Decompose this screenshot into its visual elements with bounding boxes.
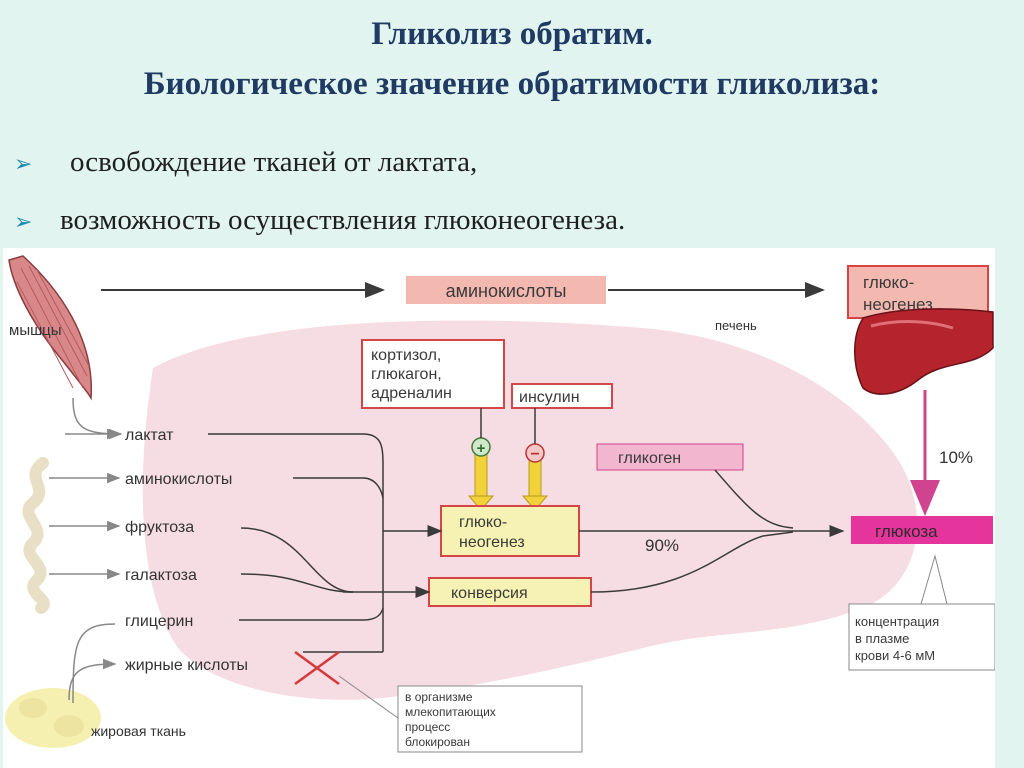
bullet-text: освобождение тканей от лактата, — [70, 146, 478, 178]
intestine-icon — [22, 457, 50, 614]
insulin-label: инсулин — [519, 389, 580, 406]
glycogen-label: гликоген — [618, 450, 681, 467]
substrate-fructose: фруктоза — [125, 519, 194, 536]
percent-10-label: 10% — [939, 448, 973, 467]
muscle-label: мышцы — [9, 322, 62, 339]
bullet-item: ➢ освобождение тканей от лактата, — [14, 146, 477, 179]
blocked-note-line4: блокирован — [405, 735, 470, 749]
center-gluconeogenesis-line2: неогенез — [459, 534, 525, 551]
liver-icon — [854, 308, 994, 395]
slide-title-line1: Гликолиз обратим. — [371, 16, 653, 52]
blocked-note-line2: млекопитающих — [405, 705, 496, 719]
glucose-label: глюкоза — [875, 522, 938, 541]
hormone-line3: адреналин — [371, 385, 452, 402]
center-gluconeogenesis-line1: глюко- — [459, 514, 507, 531]
corner-gluconeogenesis-line1: глюко- — [863, 273, 914, 292]
blocked-note-line3: процесс — [405, 720, 450, 734]
plus-sign: + — [477, 440, 486, 457]
liver-label: печень — [715, 318, 757, 333]
top-aminoacids-label: аминокислоты — [446, 281, 567, 301]
hormone-line1: кортизол, — [371, 347, 441, 364]
concentration-line3: крови 4-6 мМ — [855, 648, 935, 663]
muscle-icon — [8, 255, 92, 401]
arrowhead-bullet-icon: ➢ — [14, 209, 33, 234]
arrowhead-bullet-icon: ➢ — [14, 151, 33, 176]
adipose-tissue-label: жировая ткань — [91, 723, 186, 739]
inhibit-arrow-icon — [521, 443, 549, 511]
substrate-fatty-acids: жирные кислоты — [125, 657, 248, 674]
concentration-line1: концентрация — [855, 614, 939, 629]
conversion-label: конверсия — [451, 585, 528, 602]
stimulate-arrow-icon — [467, 437, 495, 511]
bullet-text: возможность осуществления глюконеогенеза… — [60, 204, 626, 236]
percent-90-label: 90% — [645, 536, 679, 555]
blocked-cross-icon — [294, 650, 340, 686]
hormone-line2: глюкагон, — [371, 366, 442, 383]
substrate-galactose: галактоза — [125, 567, 197, 584]
substrate-lactate: лактат — [125, 427, 174, 444]
substrate-glycerol: глицерин — [125, 613, 193, 630]
minus-sign: − — [530, 446, 539, 463]
substrate-aminoacids: аминокислоты — [125, 471, 232, 488]
bullet-item: ➢ возможность осуществления глюконеогенез… — [14, 204, 625, 237]
blocked-note-line1: в организме — [405, 690, 473, 704]
adipose-tissue-icon — [5, 688, 101, 748]
slide-title-line2: Биологическое значение обратимости глико… — [143, 66, 881, 102]
metabolism-diagram: мышцы жировая ткань аминокислоты печень — [3, 248, 995, 768]
concentration-line2: в плазме — [855, 631, 909, 646]
